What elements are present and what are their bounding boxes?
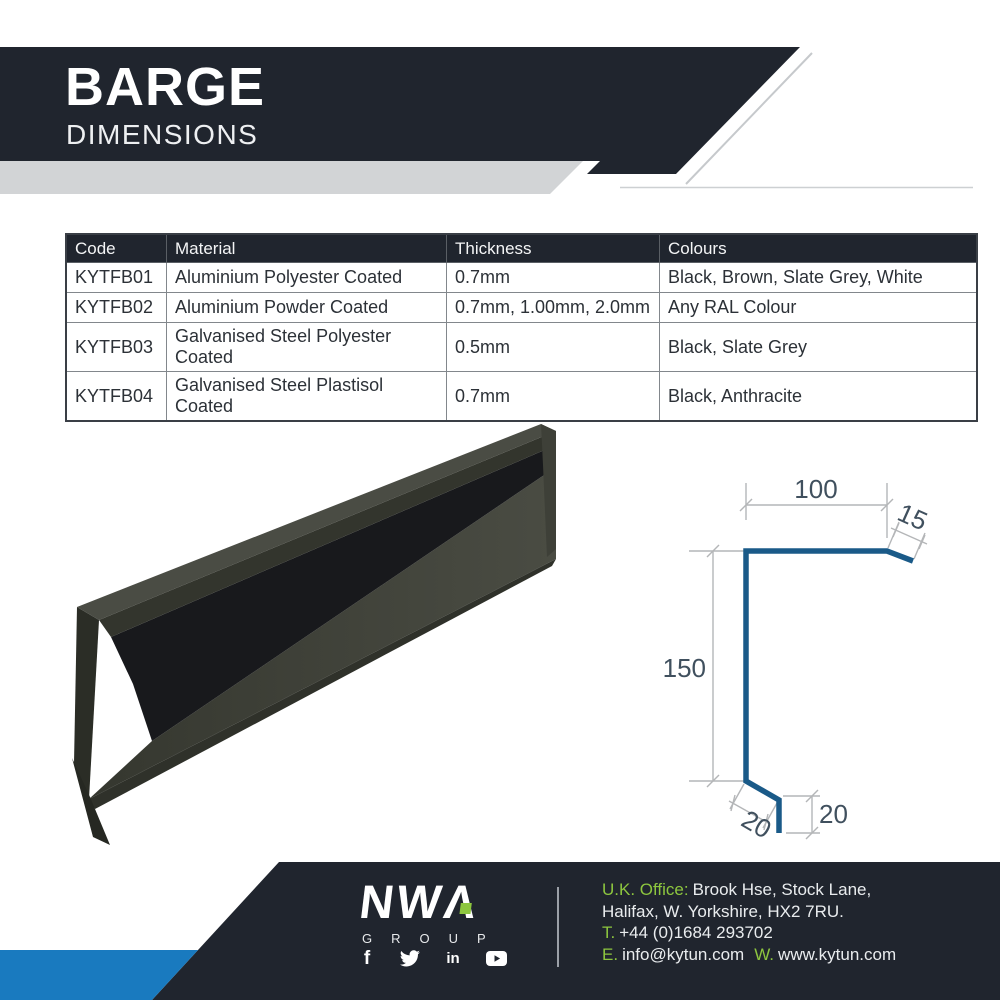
- col-header-code: Code: [65, 233, 167, 263]
- cell-code: KYTFB04: [65, 371, 167, 422]
- nwa-logo-nw: NW: [356, 875, 448, 928]
- social-icons-row: f in: [356, 948, 507, 968]
- web-link[interactable]: www.kytun.com: [778, 944, 897, 964]
- dim-label-150: 150: [663, 653, 706, 683]
- cell-colours: Any RAL Colour: [659, 292, 978, 323]
- footer-band: [0, 862, 1000, 1000]
- cell-colours: Black, Anthracite: [659, 371, 978, 422]
- page-title: BARGE: [65, 57, 266, 117]
- dim-tick: [706, 774, 720, 788]
- cell-thickness: 0.7mm, 1.00mm, 2.0mm: [446, 292, 660, 323]
- dim-tick: [805, 789, 819, 803]
- dim-label-20-return: 20: [819, 799, 848, 829]
- profile-outline: [743, 548, 914, 833]
- contact-block: U.K. Office:Brook Hse, Stock Lane, Halif…: [602, 879, 896, 965]
- cell-colours: Black, Slate Grey: [659, 322, 978, 372]
- dim-line-20-kick: [728, 800, 771, 825]
- twitter-bird-glyph: [400, 949, 420, 966]
- barge-3d-render: [72, 424, 556, 845]
- cell-thickness: 0.7mm: [446, 371, 660, 422]
- contact-line-office: U.K. Office:Brook Hse, Stock Lane,: [602, 879, 896, 901]
- barge-left-face: [74, 607, 99, 799]
- banner-gray-stripe: [0, 161, 583, 194]
- dim-label-100: 100: [794, 474, 837, 504]
- nwa-logo-wordmark: NWΛ: [356, 875, 507, 928]
- footer-dark-shape: [152, 862, 1000, 1000]
- email-label: E.: [602, 944, 619, 964]
- cell-code: KYTFB01: [65, 262, 167, 293]
- phone-number[interactable]: +44 (0)1684 293702: [619, 923, 773, 942]
- web-label: W.: [754, 944, 775, 964]
- office-label: U.K. Office:: [602, 880, 689, 899]
- barge-shadow-face: [111, 445, 556, 741]
- nwa-logo: NWΛ GROUP: [356, 875, 507, 946]
- facebook-icon[interactable]: f: [356, 948, 378, 968]
- dim-tick: [763, 813, 769, 831]
- dim-tick: [892, 522, 900, 538]
- table-header-row: Code Material Thickness Colours: [65, 233, 978, 263]
- footer-blue-shape: [0, 950, 198, 1000]
- logo-green-square: [459, 903, 472, 914]
- facebook-glyph: f: [363, 947, 371, 969]
- youtube-icon[interactable]: [485, 948, 507, 968]
- dim-tick: [706, 544, 720, 558]
- spec-table: Code Material Thickness Colours KYTFB01 …: [65, 233, 978, 422]
- nwa-logo-a: Λ: [441, 875, 482, 928]
- dim-tick: [739, 498, 753, 512]
- contact-line-email-web: E.info@kytun.com W.www.kytun.com: [602, 944, 896, 966]
- linkedin-icon[interactable]: in: [442, 948, 464, 968]
- dim-label-15: 15: [893, 497, 932, 536]
- twitter-icon[interactable]: [399, 948, 421, 968]
- cell-colours: Black, Brown, Slate Grey, White: [659, 262, 978, 293]
- youtube-play-glyph: [485, 950, 507, 966]
- dim-ext-line: [913, 532, 926, 560]
- cell-material: Galvanised Steel Plastisol Coated: [166, 371, 447, 422]
- col-header-material: Material: [166, 233, 447, 263]
- linkedin-glyph: in: [446, 949, 460, 967]
- barge-drip-lip: [72, 758, 110, 845]
- phone-label: T.: [602, 923, 616, 942]
- barge-top-face: [77, 424, 556, 620]
- dimension-labels: 100 15 150 20 20: [663, 474, 932, 844]
- col-header-colours: Colours: [659, 233, 978, 263]
- table-row: KYTFB01 Aluminium Polyester Coated 0.7mm…: [65, 262, 978, 293]
- dim-tick: [880, 498, 894, 512]
- office-address2: Halifax, W. Yorkshire, HX2 7RU.: [602, 901, 844, 921]
- office-address1: Brook Hse, Stock Lane,: [692, 880, 872, 899]
- table-row: KYTFB03 Galvanised Steel Polyester Coate…: [65, 322, 978, 372]
- cell-thickness: 0.5mm: [446, 322, 660, 372]
- dim-label-20-kick: 20: [736, 804, 776, 844]
- cell-material: Aluminium Powder Coated: [166, 292, 447, 323]
- page-subtitle: DIMENSIONS: [66, 119, 259, 150]
- barge-web-face: [89, 467, 556, 799]
- profile-diagram: [689, 483, 928, 840]
- barge-bottom-edge: [89, 559, 556, 809]
- cell-material: Aluminium Polyester Coated: [166, 262, 447, 293]
- email-link[interactable]: info@kytun.com: [622, 944, 745, 964]
- dim-line-15: [890, 527, 928, 545]
- cell-material: Galvanised Steel Polyester Coated: [166, 322, 447, 372]
- dim-tick: [918, 534, 926, 550]
- cell-thickness: 0.7mm: [446, 262, 660, 293]
- table-row: KYTFB04 Galvanised Steel Plastisol Coate…: [65, 371, 978, 422]
- contact-line-address: Halifax, W. Yorkshire, HX2 7RU.: [602, 901, 896, 923]
- banner-dark-shape: [0, 47, 800, 174]
- col-header-thickness: Thickness: [446, 233, 660, 263]
- footer-divider: [557, 887, 559, 967]
- cell-code: KYTFB02: [65, 292, 167, 323]
- barge-end-cap: [541, 424, 556, 557]
- header-banner: [0, 47, 973, 194]
- nwa-logo-group-text: GROUP: [362, 931, 505, 946]
- banner-outline-slant: [685, 52, 813, 185]
- cell-code: KYTFB03: [65, 322, 167, 372]
- dim-tick: [805, 826, 819, 840]
- table-row: KYTFB02 Aluminium Powder Coated 0.7mm, 1…: [65, 292, 978, 323]
- contact-line-phone: T.+44 (0)1684 293702: [602, 922, 896, 944]
- barge-flange-front: [99, 431, 556, 637]
- dim-tick: [730, 794, 736, 812]
